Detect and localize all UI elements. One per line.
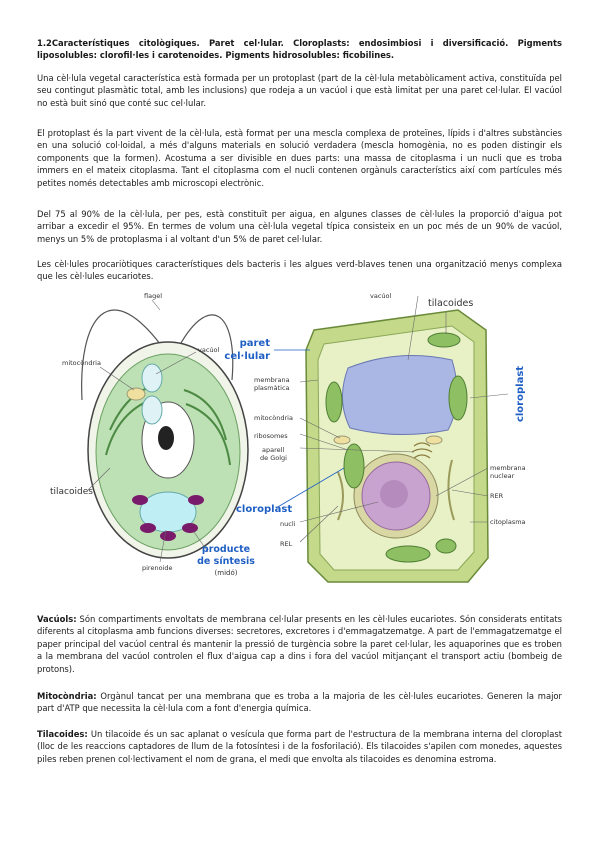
flagellum-left [81, 309, 167, 401]
label-aparell: aparell [262, 446, 284, 454]
starch-grain [188, 495, 204, 505]
starch-grain [182, 523, 198, 533]
mitochondrion-plant [425, 435, 443, 445]
label-nucli: nucli [280, 520, 296, 528]
mitochondrion-algal [126, 387, 146, 401]
definition-vacuols: Vacúols: Són compartiments envoltats de … [37, 613, 562, 675]
chloroplast-plant [435, 538, 457, 554]
vacuole-plant [342, 355, 458, 435]
label-de-golgi: de Golgi [260, 454, 287, 462]
paragraph-protoplast-intro: Una cèl·lula vegetal característica està… [37, 73, 562, 108]
thylakoid-line [185, 403, 231, 466]
label-tilacoides-right: tilacoides [428, 298, 473, 309]
chloroplast-plant [325, 381, 343, 423]
definition-tilacoides-text: Un tilacoide és un sac aplanat o vesícul… [37, 729, 562, 764]
label-de-sintesis: de síntesis [197, 556, 255, 567]
thylakoid-line [183, 389, 227, 441]
vacuole-algal [141, 395, 163, 425]
nucleolus-algal [158, 426, 174, 450]
label-cloroplast-side: cloroplast [515, 366, 526, 422]
starch-grain [140, 523, 156, 533]
label-paret: paret [240, 338, 271, 349]
label-mitocondria-right: mitocòndria [254, 414, 293, 422]
label-flagel: flagel [144, 292, 162, 300]
label-membrana-nuclear-1: membrana [490, 464, 526, 472]
paragraph-protoplast: El protoplast és la part vivent de la cè… [37, 128, 562, 188]
label-pirenoide: pirenoide [142, 564, 173, 572]
section-heading: 1.2Característiques citològiques. Paret … [37, 38, 562, 61]
term-tilacoides: Tilacoides: [37, 729, 88, 739]
golgi-apparatus [411, 442, 433, 459]
rough-er [447, 459, 455, 521]
definition-vacuols-text: Són compartiments envoltats de membrana … [37, 614, 562, 674]
definition-mitocondria-text: Orgànul tancat per una membrana que es t… [37, 691, 562, 714]
label-citoplasma: citoplasma [490, 518, 526, 526]
vacuole-algal [141, 363, 163, 393]
label-membrana-plasmatica-1: membrana [254, 376, 290, 384]
label-rel: REL [280, 540, 293, 548]
term-mitocondria: Mitocòndria: [37, 691, 97, 701]
flagellum-right [175, 314, 234, 381]
mitochondrion-plant [333, 435, 351, 445]
paragraph-water: Del 75 al 90% de la cèl·lula, per pes, e… [37, 209, 562, 244]
label-membrana-plasmatica-2: plasmàtica [254, 384, 290, 392]
label-mitocondria-left: mitocòndria [62, 359, 101, 367]
starch-grain [132, 495, 148, 505]
chloroplast-plant [427, 332, 461, 348]
label-cloroplast-center: cloroplast [236, 504, 292, 515]
algal-cell: flagel mitocòndria vacúol tilacoides pir… [50, 292, 255, 577]
label-ribosomes: ribosomes [254, 432, 288, 440]
definition-tilacoides: Tilacoides: Un tilacoide és un sac aplan… [37, 728, 562, 765]
starch-grain [160, 531, 176, 541]
label-producte: producte [202, 544, 250, 555]
label-rer: RER [490, 492, 504, 500]
smooth-er [337, 471, 344, 521]
nucleolus-plant [380, 480, 408, 508]
label-membrana-nuclear-2: nuclear [490, 472, 515, 480]
chloroplast-plant [343, 443, 365, 489]
label-cel-lular: cel·lular [224, 351, 270, 362]
label-tilacoides-left: tilacoides [50, 487, 93, 497]
plant-cell: vacúol tilacoides paret cel·lular membra… [224, 292, 526, 583]
cell-diagram: flagel mitocòndria vacúol tilacoides pir… [50, 292, 526, 583]
label-mido: (midó) [215, 569, 238, 577]
term-vacuols: Vacúols: [37, 614, 77, 624]
definition-mitocondria: Mitocòndria: Orgànul tancat per una memb… [37, 690, 562, 715]
chloroplast-plant [448, 375, 468, 421]
chloroplast-plant [385, 545, 431, 563]
label-vacuol-right: vacúol [370, 292, 392, 300]
paragraph-prokaryotes: Les cèl·lules procariòtiques característ… [37, 259, 562, 282]
label-vacuol-left: vacúol [198, 346, 220, 354]
